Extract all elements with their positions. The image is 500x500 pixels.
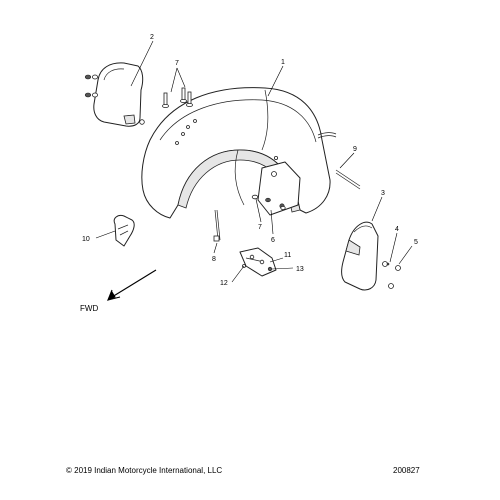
clamp-bracket (239, 247, 277, 277)
harness-strip (317, 132, 361, 190)
callout-3: 3 (381, 190, 385, 197)
lower-fasteners (251, 194, 286, 210)
callout-7-upper: 7 (175, 60, 179, 67)
callout-6: 6 (271, 237, 275, 244)
cover-hardware-right (382, 261, 401, 289)
document-number: 200827 (393, 466, 420, 475)
cable-tie (213, 209, 221, 242)
callout-12: 12 (220, 280, 228, 287)
callout-11: 11 (284, 252, 291, 259)
upper-side-cover (84, 62, 145, 127)
copyright-notice: © 2019 Indian Motorcycle International, … (66, 466, 223, 475)
mounting-studs (162, 87, 193, 109)
callout-10: 10 (82, 236, 90, 243)
lower-side-cover (341, 221, 401, 291)
callout-9: 9 (353, 146, 357, 153)
callout-2: 2 (150, 34, 154, 41)
callout-7-lower: 7 (258, 224, 262, 231)
callout-4: 4 (395, 226, 399, 233)
leader-lines (95, 40, 413, 283)
rear-fender (141, 87, 331, 219)
callout-5: 5 (414, 239, 418, 246)
forward-label: FWD (80, 304, 98, 313)
callouts: 1 2 7 9 3 4 5 10 7 6 8 11 12 13 (82, 34, 418, 287)
latch-bracket (113, 215, 135, 247)
callout-13: 13 (296, 266, 304, 273)
callout-8: 8 (212, 256, 216, 263)
cover-hardware (84, 74, 98, 98)
callout-1: 1 (281, 59, 285, 66)
forward-direction-arrow (106, 269, 157, 301)
